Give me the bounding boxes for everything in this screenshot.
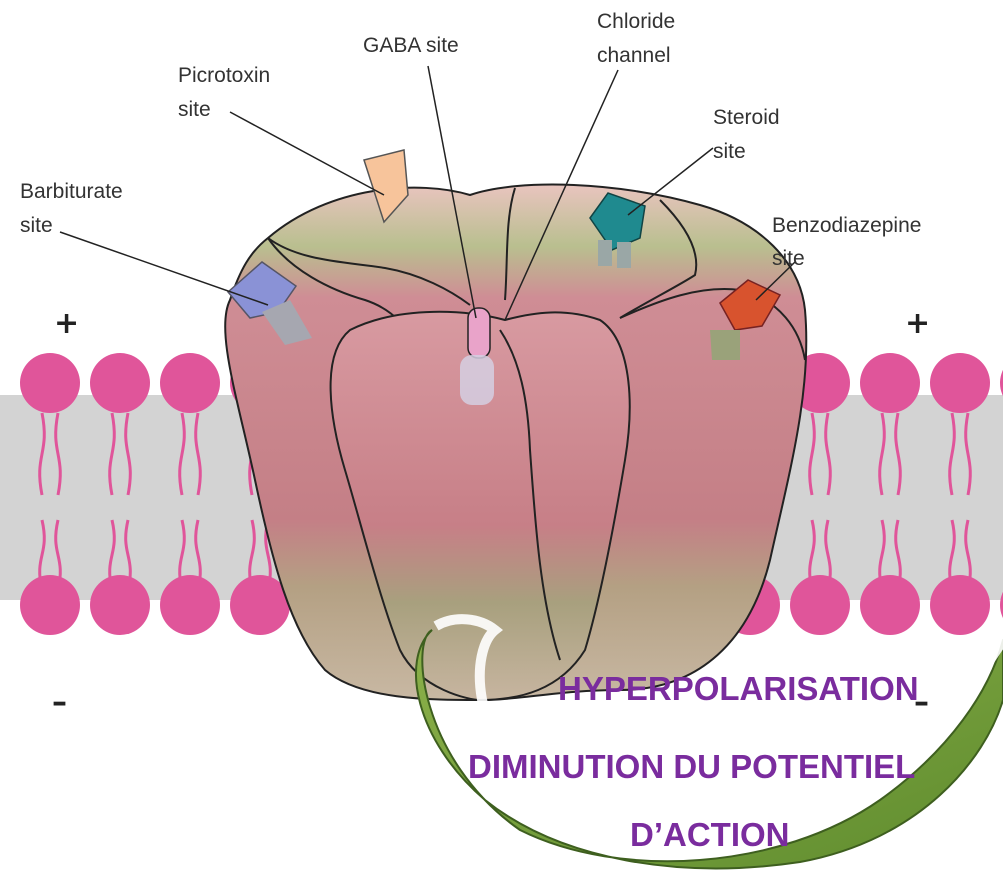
charge-plus-right: +	[905, 306, 930, 341]
label-steroid-2: site	[713, 140, 746, 163]
label-gaba-site: GABA site	[363, 34, 459, 57]
label-chloride-channel-1: Chloride	[597, 10, 675, 33]
lipid-head	[930, 575, 990, 635]
lipid-head	[930, 353, 990, 413]
charge-plus-left: +	[54, 306, 79, 341]
label-barbiturate-2: site	[20, 214, 53, 237]
charge-minus-left: –	[52, 685, 67, 720]
label-benzodiazepine-1: Benzodiazepine	[772, 214, 921, 237]
lipid-head	[90, 575, 150, 635]
label-barbiturate-1: Barbiturate	[20, 180, 123, 203]
lipid-head	[160, 353, 220, 413]
label-picrotoxin-1: Picrotoxin	[178, 64, 270, 87]
leader-picrotoxin	[230, 112, 384, 195]
lipid-head	[20, 575, 80, 635]
label-steroid-1: Steroid	[713, 106, 780, 129]
lipid-head	[90, 353, 150, 413]
lipid-head	[20, 353, 80, 413]
banner-line-3: D’ACTION	[630, 816, 790, 853]
gaba-a-receptor	[225, 150, 806, 700]
banner-line-2: DIMINUTION DU POTENTIEL	[468, 748, 915, 785]
label-benzodiazepine-2: site	[772, 247, 805, 270]
lipid-head	[860, 353, 920, 413]
leader-barbiturate	[60, 232, 268, 305]
lipid-head	[160, 575, 220, 635]
label-picrotoxin-2: site	[178, 98, 211, 121]
banner-line-1: HYPERPOLARISATION	[558, 670, 919, 707]
lipid-head	[790, 575, 850, 635]
label-chloride-channel-2: channel	[597, 44, 671, 67]
lipid-head	[860, 575, 920, 635]
